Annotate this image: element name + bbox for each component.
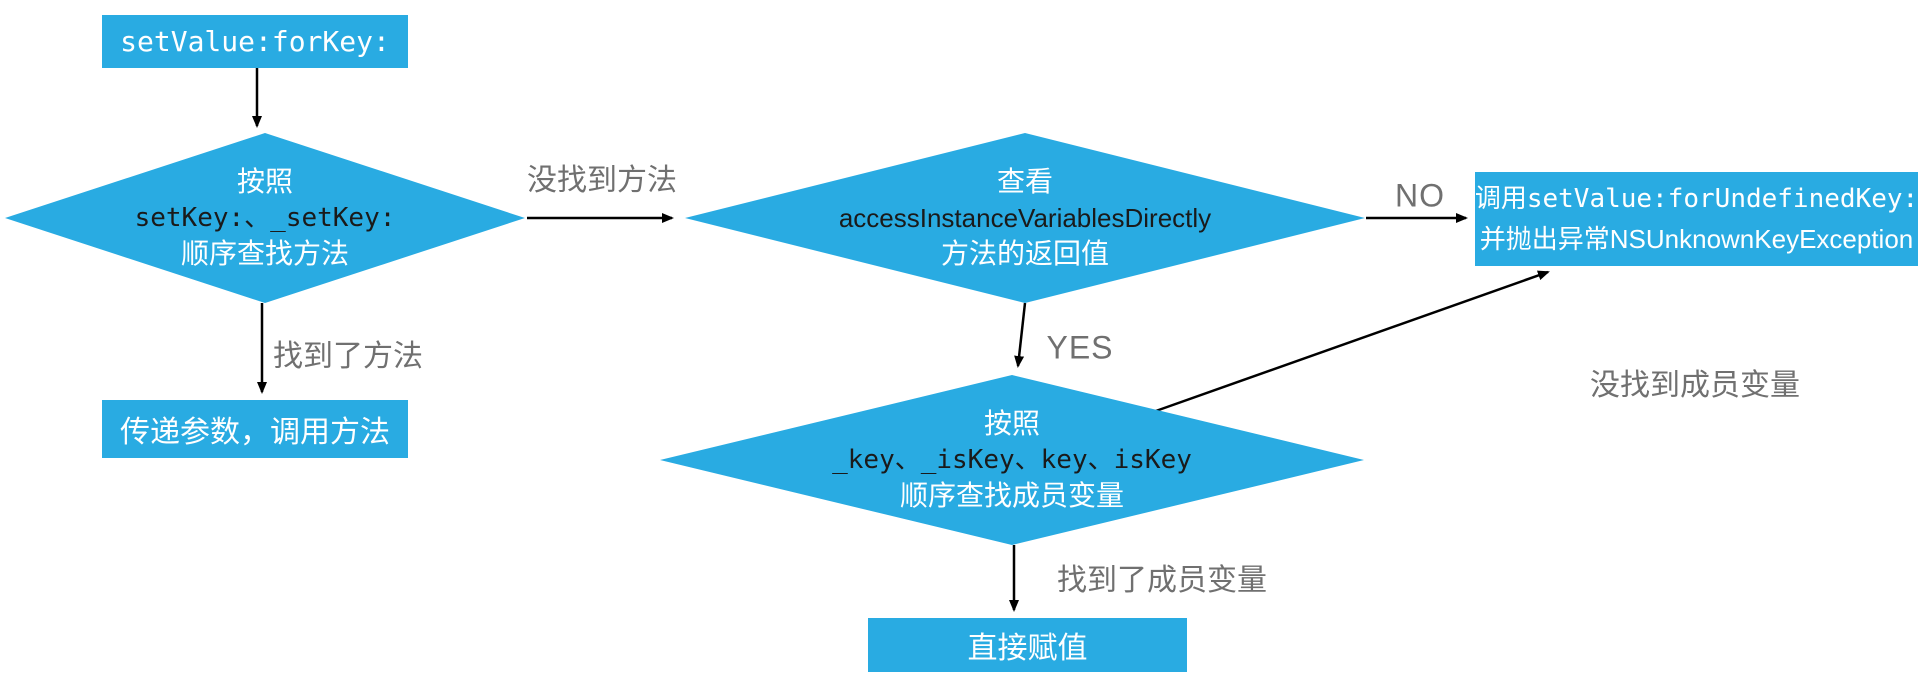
edge-label-method-not-found: 没找到方法 <box>527 164 677 197</box>
edge-label-ivar-not-found: 没找到成员变量 <box>1590 369 1800 402</box>
exception-line1: 调用setValue:forUndefinedKey: <box>1474 184 1918 214</box>
decision-find-ivar-line2: _key、_isKey、key、isKey <box>832 445 1192 475</box>
edge-label-no: NO <box>1395 177 1445 214</box>
exception-line2: 并抛出异常NSUnknownKeyException <box>1479 224 1914 254</box>
connector-access-to-ivar-decision <box>1014 302 1027 368</box>
decision-find-setter-line1: 按照 <box>236 166 293 197</box>
decision-access-instance-variables: 查看 accessInstanceVariablesDirectly 方法的返回… <box>685 133 1365 303</box>
decision-find-ivar-line1: 按照 <box>983 408 1040 439</box>
decision-find-setter-line3: 顺序查找方法 <box>180 238 349 269</box>
decision-access-line3: 方法的返回值 <box>940 238 1109 269</box>
edge-label-yes: YES <box>1046 329 1114 366</box>
call-method-label: 传递参数，调用方法 <box>120 416 390 449</box>
decision-access-line2: accessInstanceVariablesDirectly <box>838 203 1212 233</box>
decision-find-setter-method: 按照 setKey:、_setKey: 顺序查找方法 <box>5 133 525 303</box>
direct-assign-label: 直接赋值 <box>967 632 1088 665</box>
edge-label-ivar-found: 找到了成员变量 <box>1057 564 1267 597</box>
decision-find-ivar-line3: 顺序查找成员变量 <box>899 480 1124 511</box>
direct-assign-node: 直接赋值 <box>868 618 1187 672</box>
call-method-node: 传递参数，调用方法 <box>102 400 408 458</box>
decision-find-ivar: 按照 _key、_isKey、key、isKey 顺序查找成员变量 <box>660 375 1364 545</box>
decision-find-setter-line2: setKey:、_setKey: <box>134 203 396 233</box>
decision-access-line1: 查看 <box>996 166 1053 197</box>
start-node-setvalue-forkey: setValue:forKey: <box>102 15 408 68</box>
connector-ivar-to-exception <box>1152 270 1550 414</box>
exception-node: 调用setValue:forUndefinedKey: 并抛出异常NSUnkno… <box>1475 172 1918 266</box>
start-node-label: setValue:forKey: <box>120 25 390 58</box>
edge-label-method-found: 找到了方法 <box>273 340 423 373</box>
